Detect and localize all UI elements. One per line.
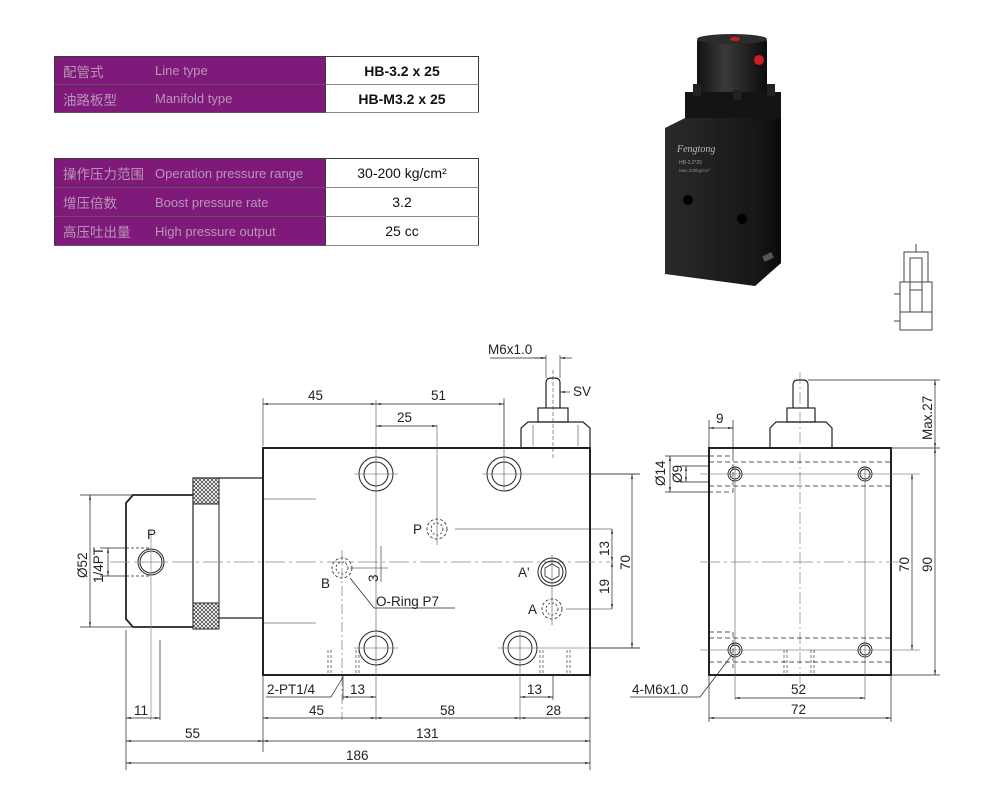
dim-70-front: 70	[618, 555, 633, 570]
label-port-a-prime: A'	[518, 565, 530, 580]
dim-52: 52	[791, 682, 806, 697]
dim-13-left: 13	[350, 682, 365, 697]
rating-label: Max 200kg/cm²	[679, 168, 710, 173]
red-cap-icon	[730, 37, 740, 41]
dim-72: 72	[791, 702, 806, 717]
brand-label: Fengtong	[676, 144, 715, 155]
bolt-holes	[358, 456, 538, 666]
sv-fitting	[520, 370, 591, 460]
product-photo: Fengtong HB-3.2*25 Max 200kg/cm²	[665, 34, 781, 286]
label-oring: O-Ring P7	[376, 594, 439, 609]
label-port-p-left: P	[147, 527, 156, 542]
label-port-b: B	[321, 576, 330, 591]
label-port-a: A	[528, 602, 537, 617]
label-4-m6: 4-M6x1.0	[632, 682, 688, 697]
dim-58: 58	[440, 703, 455, 718]
dim-13-vertical: 13	[597, 541, 612, 556]
dim-186: 186	[346, 748, 369, 763]
dim-131: 131	[416, 726, 439, 741]
dim-70-side: 70	[897, 557, 912, 572]
table-row: 操作压力范围 Operation pressure range 30-200 k…	[54, 158, 479, 188]
row-label-cn: 操作压力范围	[54, 158, 155, 188]
row-label-cn: 配管式	[54, 56, 155, 85]
side-view	[630, 372, 940, 722]
knurl-bottom	[192, 602, 220, 630]
spec-table: 操作压力范围 Operation pressure range 30-200 k…	[54, 158, 479, 246]
cylinder-body	[125, 494, 193, 628]
row-label-en: High pressure output	[155, 216, 326, 246]
row-label-en: Line type	[155, 56, 326, 85]
row-value: HB-3.2 x 25	[325, 56, 479, 85]
dim-45-top: 45	[308, 388, 323, 403]
row-label-en: Manifold type	[155, 84, 326, 113]
dim-dia52: Ø52	[75, 552, 90, 578]
dim-25: 25	[397, 410, 412, 425]
row-label-cn: 高压吐出量	[54, 216, 155, 246]
table-row: 配管式 Line type HB-3.2 x 25	[54, 56, 479, 85]
row-value: 3.2	[325, 187, 479, 217]
model-label: HB-3.2*25	[679, 160, 702, 166]
dim-28: 28	[546, 703, 561, 718]
row-label-en: Operation pressure range	[155, 158, 326, 188]
manifold-body	[262, 447, 591, 676]
row-value: 25 cc	[325, 216, 479, 246]
dim-9: 9	[716, 411, 724, 426]
dim-19: 19	[597, 579, 612, 594]
dim-90: 90	[920, 557, 935, 572]
dim-3: 3	[366, 574, 381, 582]
dim-1-4pt: 1/4PT	[91, 547, 106, 583]
cylinder-shape	[697, 38, 767, 98]
oring-leader	[349, 577, 455, 609]
dim-max27: Max.27	[920, 396, 935, 440]
label-m6-top: M6x1.0	[488, 342, 532, 357]
label-sv: SV	[573, 384, 591, 399]
dim-51: 51	[431, 388, 446, 403]
row-value: 30-200 kg/cm²	[325, 158, 479, 188]
dim-11: 11	[134, 703, 148, 718]
knurl-top	[192, 477, 220, 505]
dim-13-right: 13	[527, 682, 542, 697]
row-label-cn: 增压倍数	[54, 187, 155, 217]
dim-dia9: Ø9	[670, 465, 685, 483]
label-port-p: P	[413, 522, 422, 537]
label-2-pt1-4: 2-PT1/4	[267, 682, 316, 697]
row-label-cn: 油路板型	[54, 84, 155, 113]
table-row: 高压吐出量 High pressure output 25 cc	[54, 216, 479, 246]
table-row: 增压倍数 Boost pressure rate 3.2	[54, 187, 479, 217]
row-label-en: Boost pressure rate	[155, 187, 326, 217]
row-value: HB-M3.2 x 25	[325, 84, 479, 113]
dim-45-bottom: 45	[309, 703, 324, 718]
table-row: 油路板型 Manifold type HB-M3.2 x 25	[54, 84, 479, 113]
dim-dia14: Ø14	[653, 460, 668, 486]
front-view	[80, 355, 640, 770]
type-table: 配管式 Line type HB-3.2 x 25 油路板型 Manifold …	[54, 56, 479, 113]
red-port-icon	[754, 55, 764, 65]
dim-55: 55	[185, 726, 200, 741]
hydraulic-symbol-icon	[894, 244, 933, 331]
